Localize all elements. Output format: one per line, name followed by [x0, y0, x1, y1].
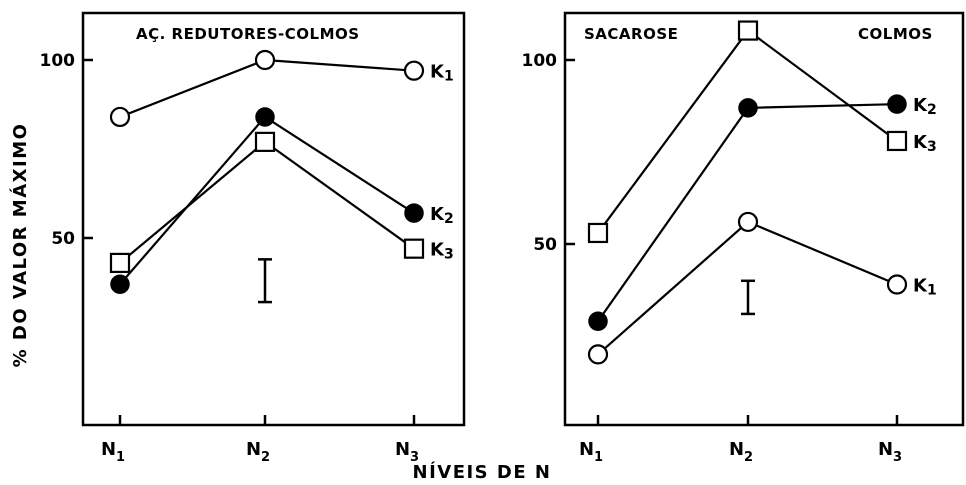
- point-left-k2-n1: [110, 274, 130, 295]
- point-right-k1-n2: [737, 211, 759, 233]
- y-axis-title: % DO VALOR MÁXIMO: [9, 123, 31, 368]
- series-label-left-k1: K1: [430, 62, 454, 85]
- point-right-k3-n3: [886, 130, 908, 152]
- panel-subtitle-right: COLMOS: [858, 25, 933, 43]
- series-line-left-k3: [119, 140, 415, 264]
- series-label-left-k2: K2: [430, 204, 454, 227]
- point-right-k3-n2: [737, 20, 759, 41]
- point-left-k1-n2: [254, 49, 276, 71]
- y-tick-label-left-100: 100: [40, 51, 76, 71]
- point-right-k3-n1: [587, 222, 609, 244]
- point-right-k2-n3: [887, 94, 907, 114]
- point-right-k1-n3: [886, 274, 908, 295]
- point-left-k3-n3: [403, 238, 425, 259]
- x-tick-label-left-N3: N3: [395, 439, 419, 465]
- y-tick-label-right-100: 100: [522, 51, 558, 71]
- x-tick-label-left-N1: N1: [101, 439, 125, 465]
- series-label-right-k1: K1: [913, 275, 937, 298]
- point-right-k2-n1: [588, 311, 608, 332]
- x-tick-label-right-N2: N2: [729, 439, 753, 465]
- series-label-left-k3: K3: [430, 240, 454, 263]
- series-label-right-k3: K3: [913, 132, 937, 155]
- point-left-k2-n3: [404, 203, 424, 223]
- x-tick-label-right-N1: N1: [579, 439, 603, 465]
- series-label-right-k2: K2: [913, 95, 937, 118]
- point-left-k1-n3: [403, 60, 425, 81]
- point-right-k1-n1: [587, 344, 609, 365]
- x-tick-label-right-N3: N3: [878, 439, 902, 465]
- panel-title-right: SACAROSE: [584, 25, 678, 43]
- point-left-k3-n2: [254, 131, 276, 152]
- plot-frame-right: [563, 11, 965, 427]
- point-left-k2-n2: [255, 107, 275, 127]
- y-tick-label-left-50: 50: [51, 229, 75, 249]
- point-right-k2-n2: [738, 98, 758, 118]
- point-left-k1-n1: [109, 106, 131, 128]
- x-axis-title: NÍVEIS DE N: [413, 461, 552, 483]
- plot-frame-left: [81, 11, 466, 427]
- point-left-k3-n1: [109, 252, 131, 274]
- series-line-right-k3: [597, 29, 898, 234]
- y-tick-label-right-50: 50: [533, 235, 557, 255]
- panel-title-left: AÇ. REDUTORES-COLMOS: [136, 25, 360, 43]
- x-tick-label-left-N2: N2: [246, 439, 270, 465]
